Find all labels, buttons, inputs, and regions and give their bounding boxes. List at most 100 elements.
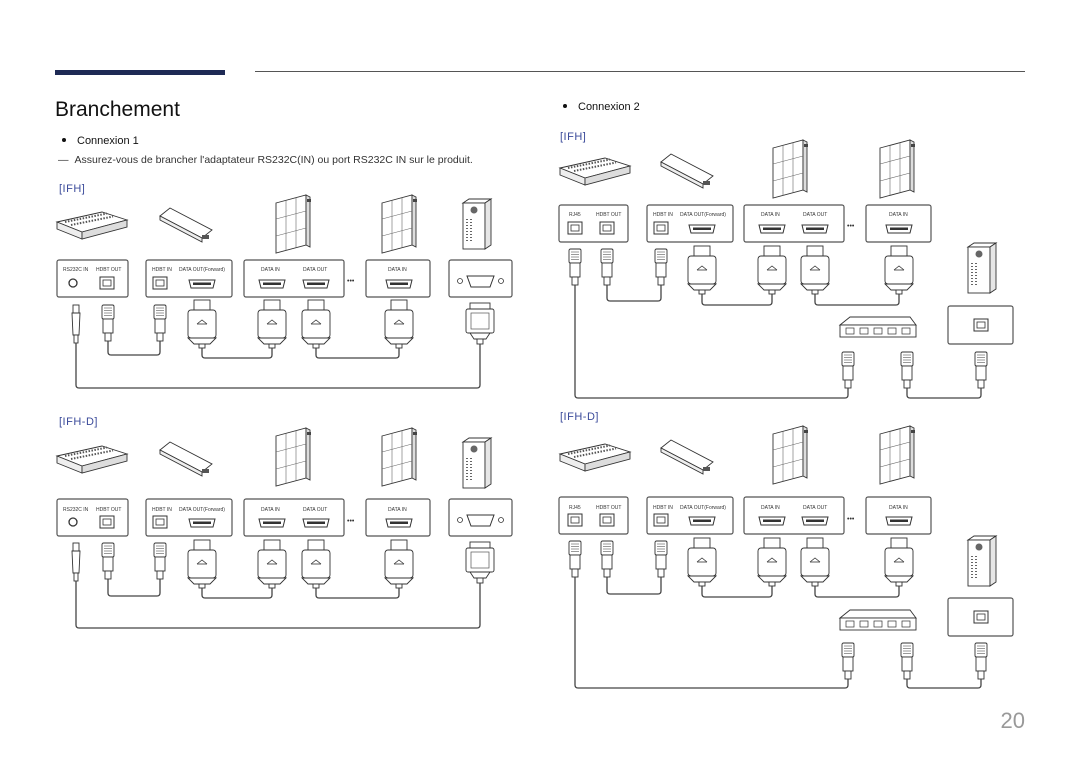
rj45-plug (153, 304, 167, 342)
led-panel (381, 427, 418, 487)
cables (75, 579, 481, 629)
rj45-port (99, 515, 115, 529)
rj45-port (653, 513, 669, 527)
audio-plug (71, 304, 81, 344)
left-ifhd-block: RS232C IN HDBT OUT HDBT IN DATA OUT(Forw… (56, 427, 513, 629)
continuation-dots: ••• (347, 518, 355, 525)
led-panel (879, 425, 916, 485)
note-mark: ― (58, 154, 69, 166)
port-label-data-in-last: DATA IN (388, 507, 407, 513)
port-label-data-out-fwd: DATA OUT(Forward) (680, 212, 726, 218)
cables (75, 341, 481, 389)
rj45-port (567, 221, 583, 235)
hdmi-plug (301, 539, 331, 589)
cables (574, 577, 982, 689)
port-panel-panel1 (243, 498, 345, 537)
rj45-port (599, 221, 615, 235)
port-label-data-in-last: DATA IN (889, 505, 908, 511)
port-label-data-out: DATA OUT (803, 505, 827, 511)
usb-stick-device (159, 207, 213, 243)
continuation-dots: ••• (347, 278, 355, 285)
ifh-box-device (56, 211, 128, 240)
port-label-data-out-fwd: DATA OUT(Forward) (680, 505, 726, 511)
continuation-dots: ••• (847, 223, 855, 230)
port-label-hdbt-out: HDBT OUT (596, 505, 621, 511)
rj45-plug (600, 248, 614, 286)
right-ifh-block: RJ45 HDBT OUT HDBT IN DATA OUT(Forward) … (558, 139, 1014, 399)
right-ifh-diagram: RJ45 HDBT OUT HDBT IN DATA OUT(Forward) … (558, 139, 1014, 689)
hdmi-plug (800, 245, 830, 295)
hdmi-port (801, 224, 829, 234)
port-label-data-in-last: DATA IN (889, 212, 908, 218)
bullet-connexion-2-label: Connexion 2 (578, 101, 640, 113)
rj45-port (567, 513, 583, 527)
audio-port (68, 517, 78, 527)
port-panel-panel2 (865, 204, 932, 243)
header-rule (255, 71, 1025, 72)
port-label-rj45: RJ45 (569, 505, 581, 511)
port-label-data-out-fwd: DATA OUT(Forward) (179, 267, 225, 273)
rj45-port (973, 318, 989, 332)
port-label-hdbt-out: HDBT OUT (96, 267, 121, 273)
rj45-plug (101, 542, 115, 580)
hdmi-plug (187, 539, 217, 589)
port-panel-panel2 (865, 496, 932, 535)
led-panel (772, 425, 809, 485)
hdmi-port (688, 224, 716, 234)
rj45-plug (600, 540, 614, 578)
usb-stick-device (660, 153, 714, 189)
ifh-box-device (559, 157, 631, 186)
page-title: Branchement (55, 98, 180, 121)
left-ifh-label: [IFH] (59, 183, 86, 195)
rj45-plug (654, 248, 668, 286)
ifh-box-device (559, 443, 631, 472)
port-label-data-in: DATA IN (761, 212, 780, 218)
hdmi-plug (757, 245, 787, 295)
usb-stick-device (660, 439, 714, 475)
dsub-port (457, 514, 504, 527)
port-label-hdbt-out: HDBT OUT (596, 212, 621, 218)
right-ifhd-label: [IFH-D] (560, 411, 599, 423)
right-ifhd-block: RJ45 HDBT OUT HDBT IN DATA OUT(Forward) … (558, 425, 1014, 689)
rj45-plug (568, 248, 582, 286)
port-label-data-in: DATA IN (261, 267, 280, 273)
port-label-hdbt-in: HDBT IN (653, 505, 673, 511)
hdmi-port (801, 516, 829, 526)
port-panel-panel2 (365, 498, 431, 537)
rj45-plug (654, 540, 668, 578)
left-ifh-diagram: RS232C IN HDBT OUT HDBT IN DATA OUT(Forw… (56, 194, 513, 629)
note: ―Assurez-vous de brancher l'adaptateur R… (58, 154, 473, 166)
hdmi-plug (687, 245, 717, 295)
port-label-data-out: DATA OUT (803, 212, 827, 218)
bullet-dot (62, 138, 66, 143)
led-panel (381, 194, 418, 254)
led-panel (772, 139, 809, 199)
port-panel-box (56, 498, 129, 537)
hdmi-port (258, 279, 286, 289)
left-ifh-block: RS232C IN HDBT OUT HDBT IN DATA OUT(Forw… (56, 194, 513, 389)
port-label-hdbt-in: HDBT IN (152, 267, 172, 273)
ifh-box-device (56, 445, 128, 474)
hdmi-plug (884, 245, 914, 295)
bullet-connexion-2: Connexion 2 (563, 101, 640, 113)
right-ifh-label: [IFH] (560, 131, 587, 143)
rj45-port (152, 276, 168, 290)
hdmi-port (302, 279, 330, 289)
rj45-plug (841, 351, 855, 389)
hdmi-port (758, 516, 786, 526)
usb-stick-device (159, 441, 213, 477)
hdmi-plug (800, 537, 830, 587)
led-panel (275, 194, 312, 254)
rj45-plug (101, 304, 115, 342)
audio-port (68, 278, 78, 288)
port-panel-box (56, 259, 129, 298)
port-label-rs232c-in: RS232C IN (63, 507, 89, 513)
rj45-plug (841, 642, 855, 680)
rj45-plug (974, 642, 988, 680)
port-label-rj45: RJ45 (569, 212, 581, 218)
left-ifhd-label: [IFH-D] (59, 416, 98, 428)
port-panel-panel2 (365, 259, 431, 298)
pc-tower-icon (967, 242, 997, 294)
port-panel-panel1 (743, 496, 845, 535)
port-label-data-out: DATA OUT (303, 507, 327, 513)
